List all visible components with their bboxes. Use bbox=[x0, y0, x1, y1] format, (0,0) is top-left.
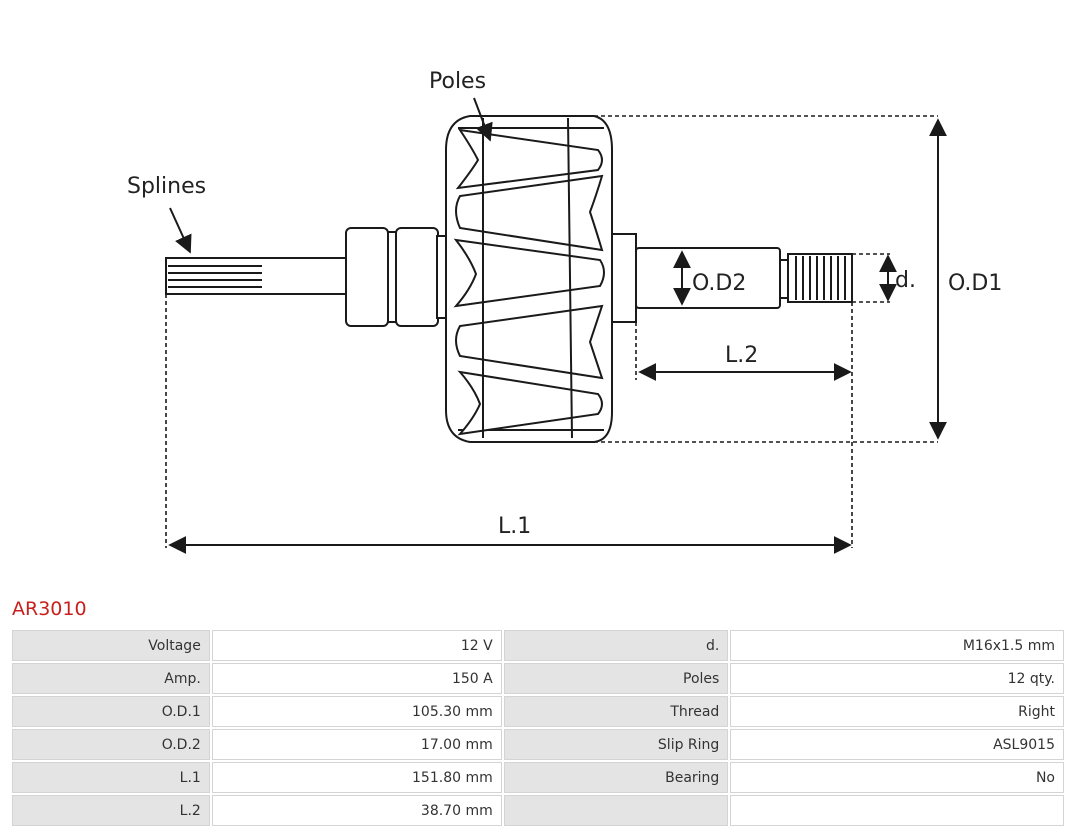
label-d: d. bbox=[895, 268, 916, 293]
rotor-body bbox=[445, 115, 613, 443]
label-poles: Poles bbox=[429, 69, 486, 94]
table-row: Voltage 12 V d. M16x1.5 mm bbox=[12, 630, 1064, 661]
spec-key: Slip Ring bbox=[503, 729, 729, 760]
spec-key: O.D.2 bbox=[12, 729, 210, 760]
table-row: O.D.2 17.00 mm Slip Ring ASL9015 bbox=[12, 729, 1064, 760]
spec-value: 17.00 mm bbox=[211, 729, 502, 760]
spec-key: O.D.1 bbox=[12, 696, 210, 727]
spec-value: Right bbox=[730, 696, 1064, 727]
spec-value: ASL9015 bbox=[730, 729, 1064, 760]
spec-value: 12 qty. bbox=[730, 663, 1064, 694]
table-row: L.1 151.80 mm Bearing No bbox=[12, 762, 1064, 793]
label-od1: O.D1 bbox=[948, 271, 1002, 296]
spline-shaft bbox=[165, 257, 349, 295]
bushings bbox=[345, 227, 448, 327]
spec-key: L.2 bbox=[12, 795, 210, 826]
spec-value: M16x1.5 mm bbox=[730, 630, 1064, 661]
label-l1: L.1 bbox=[498, 514, 531, 539]
spec-key bbox=[503, 795, 729, 826]
table-row: L.2 38.70 mm bbox=[12, 795, 1064, 826]
rotor-diagram: Splines Poles O.D1 O.D2 d. L.2 L.1 bbox=[127, 69, 1002, 554]
part-number: AR3010 bbox=[12, 598, 87, 620]
spec-key: d. bbox=[503, 630, 729, 661]
spec-key: Bearing bbox=[503, 762, 729, 793]
spec-key: L.1 bbox=[12, 762, 210, 793]
label-splines: Splines bbox=[127, 174, 206, 199]
spec-value bbox=[730, 795, 1064, 826]
spec-key: Poles bbox=[503, 663, 729, 694]
dimension-lines bbox=[165, 97, 947, 554]
spec-key: Voltage bbox=[12, 630, 210, 661]
spec-value: 105.30 mm bbox=[211, 696, 502, 727]
table-row: Amp. 150 A Poles 12 qty. bbox=[12, 663, 1064, 694]
spec-value: 150 A bbox=[211, 663, 502, 694]
table-row: O.D.1 105.30 mm Thread Right bbox=[12, 696, 1064, 727]
spec-table: Voltage 12 V d. M16x1.5 mm Amp. 150 A Po… bbox=[10, 628, 1066, 828]
spec-value: 38.70 mm bbox=[211, 795, 502, 826]
right-shaft bbox=[611, 233, 853, 323]
spec-value: 12 V bbox=[211, 630, 502, 661]
label-l2: L.2 bbox=[725, 343, 758, 368]
spec-key: Thread bbox=[503, 696, 729, 727]
label-od2: O.D2 bbox=[692, 271, 746, 296]
spec-key: Amp. bbox=[12, 663, 210, 694]
spec-value: No bbox=[730, 762, 1064, 793]
spec-value: 151.80 mm bbox=[211, 762, 502, 793]
